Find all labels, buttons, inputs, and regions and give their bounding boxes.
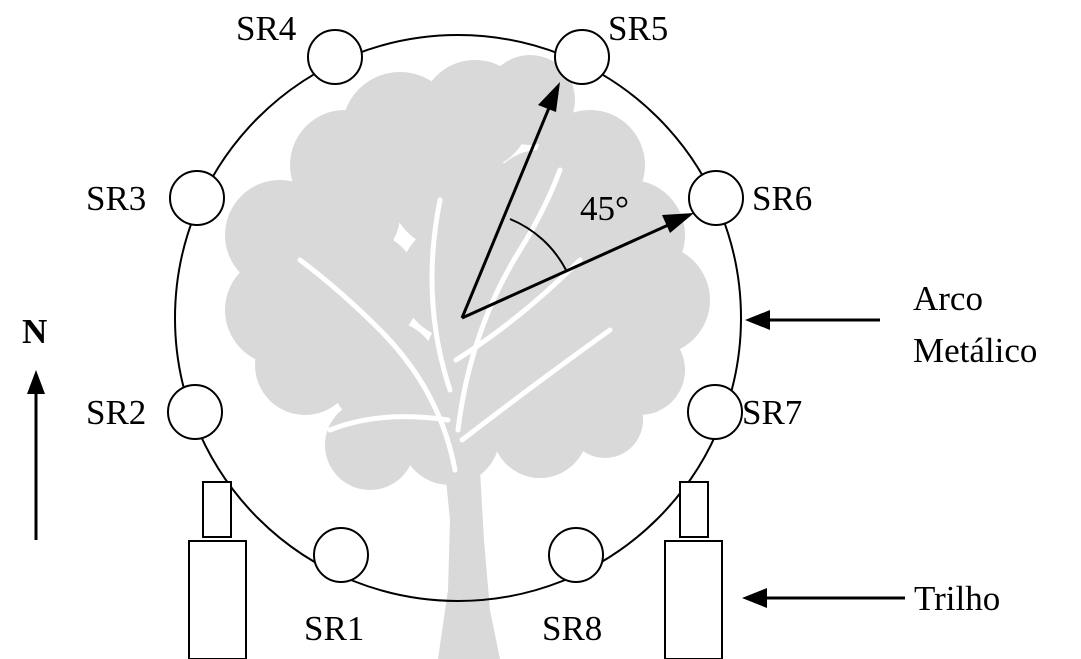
angle-label: 45° — [580, 189, 629, 228]
north-arrowhead — [27, 370, 45, 394]
tree-illustration — [225, 55, 710, 659]
rail-left — [188, 481, 247, 659]
vector-to-sr5 — [460, 102, 553, 319]
label-sr3: SR3 — [86, 179, 146, 218]
arc-label-line1: Arco — [913, 279, 983, 318]
north-indicator: N — [22, 312, 47, 540]
label-sr5: SR5 — [608, 9, 668, 48]
tree-canopy — [225, 55, 710, 490]
arc-callout: Arco Metálico — [745, 279, 1037, 370]
arrowhead-sr6 — [662, 213, 694, 233]
north-label: N — [22, 312, 47, 351]
arc-label-line2: Metálico — [913, 331, 1037, 370]
sensor-labels: SR1 SR2 SR3 SR4 SR5 SR6 SR7 SR8 — [86, 9, 812, 648]
sensor-sr5 — [554, 29, 610, 85]
sensor-sr4 — [307, 29, 363, 85]
rail-right — [664, 481, 723, 659]
rail-label: Trilho — [914, 579, 1000, 618]
vector-to-sr6 — [461, 220, 676, 320]
sensor-sr2 — [167, 384, 223, 440]
label-sr8: SR8 — [542, 609, 602, 648]
rail-callout-arrowhead — [742, 588, 767, 608]
rail-callout: Trilho — [742, 579, 1000, 618]
angle-arc — [509, 218, 567, 271]
arrowhead-sr5 — [538, 82, 560, 112]
sensor-sr6 — [688, 170, 744, 226]
sensor-sr3 — [169, 170, 225, 226]
arc-callout-arrowhead — [745, 310, 770, 330]
sensor-sr1 — [313, 527, 369, 583]
sensor-sr8 — [548, 527, 604, 583]
label-sr7: SR7 — [742, 393, 802, 432]
sensors — [167, 29, 744, 583]
label-sr1: SR1 — [304, 609, 364, 648]
label-sr2: SR2 — [86, 393, 146, 432]
label-sr4: SR4 — [236, 9, 296, 48]
angle-vectors — [460, 82, 694, 320]
metal-arc-ring — [174, 34, 742, 602]
label-sr6: SR6 — [752, 179, 812, 218]
sensor-sr7 — [687, 384, 743, 440]
tree-branches — [297, 167, 613, 473]
